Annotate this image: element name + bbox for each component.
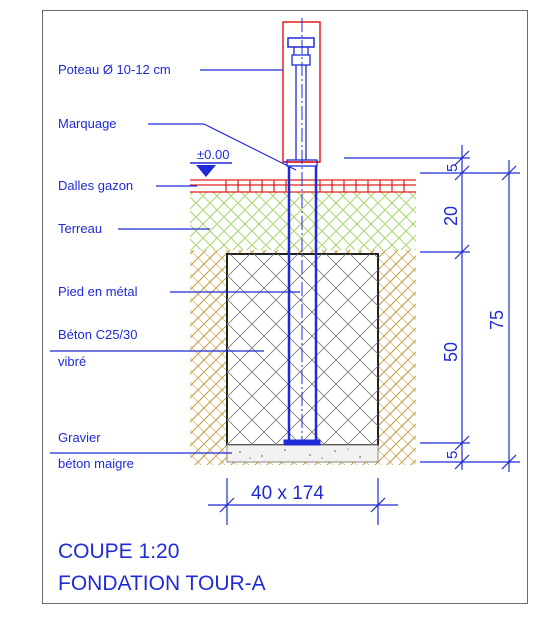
- title-line-1: COUPE 1:20: [58, 540, 179, 563]
- dim-width: 40 x 174: [251, 483, 324, 504]
- vertical-dimensions: [344, 145, 520, 472]
- label-marquage: Marquage: [58, 116, 117, 131]
- terreau-layer: [190, 192, 416, 250]
- metal-foot: [283, 37, 321, 446]
- dim-50: 50: [441, 342, 461, 362]
- label-beton-1: Béton C25/30: [58, 327, 138, 342]
- label-pied: Pied en métal: [58, 284, 138, 299]
- label-gravier-1: Gravier: [58, 430, 101, 445]
- gravel-base: [226, 444, 379, 463]
- level-triangle-icon: [196, 165, 216, 177]
- label-dalles: Dalles gazon: [58, 178, 133, 193]
- label-gravier-2: béton maigre: [58, 456, 134, 471]
- level-label: ±0.00: [197, 147, 229, 162]
- title-line-2: FONDATION TOUR-A: [58, 572, 266, 595]
- label-poteau: Poteau Ø 10-12 cm: [58, 62, 171, 77]
- label-terreau: Terreau: [58, 221, 102, 236]
- dalles-gazon: [190, 179, 416, 193]
- dim-5-top: 5: [444, 164, 461, 172]
- horizontal-dimension: [208, 478, 398, 525]
- label-beton-2: vibré: [58, 354, 86, 369]
- dim-total: 75: [487, 310, 507, 330]
- dim-5-bottom: 5: [444, 451, 461, 459]
- dim-20: 20: [441, 206, 461, 226]
